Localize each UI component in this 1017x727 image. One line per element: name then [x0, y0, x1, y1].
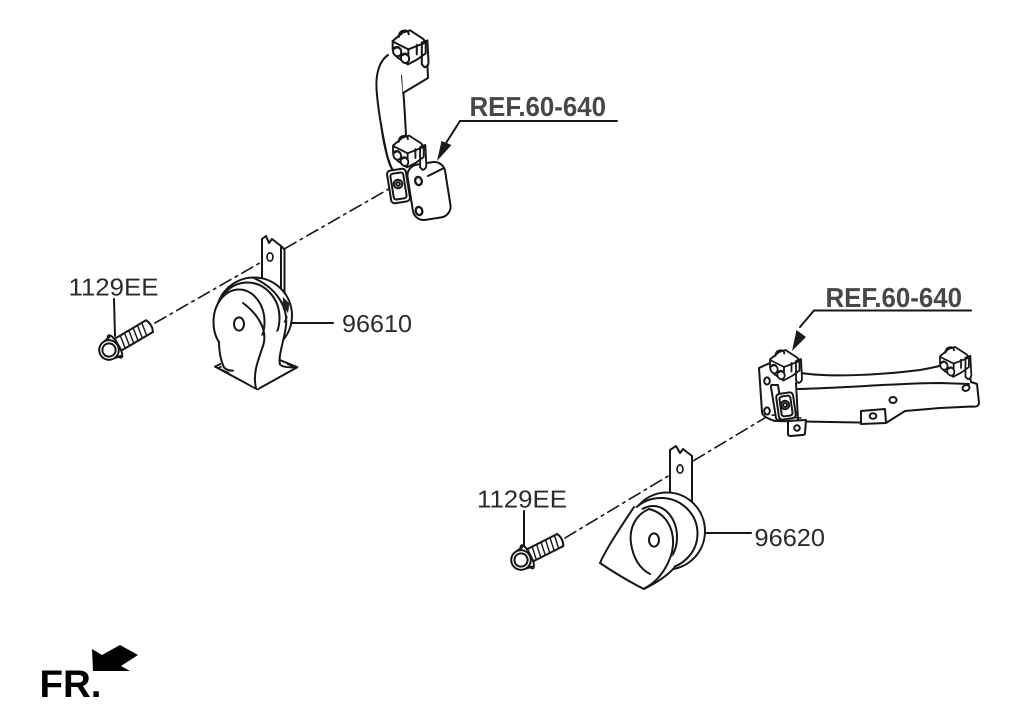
- svg-text:96610: 96610: [342, 311, 412, 338]
- svg-text:REF.60-640: REF.60-640: [826, 282, 963, 313]
- svg-text:96620: 96620: [755, 525, 826, 552]
- svg-text:1129EE: 1129EE: [477, 487, 567, 514]
- svg-text:REF.60-640: REF.60-640: [470, 91, 607, 122]
- svg-text:1129EE: 1129EE: [69, 275, 159, 302]
- svg-text:FR.: FR.: [40, 663, 102, 706]
